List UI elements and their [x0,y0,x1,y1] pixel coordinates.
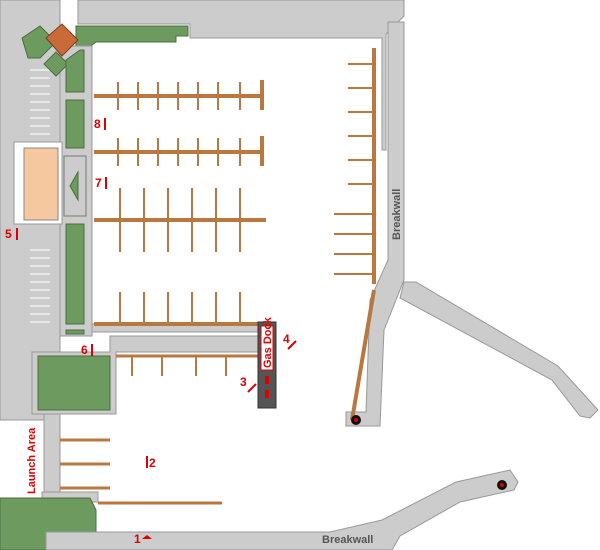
marker-1-icon [142,535,152,539]
gas-pump-1 [265,376,269,384]
clubhouse-building [23,147,59,221]
marker-4-label: 4 [283,332,290,346]
marker-2-icon [142,456,148,468]
launch-ramp [43,413,61,497]
dock-e [116,354,258,376]
east-breakwall-light-core [354,418,358,422]
launch-area-label: Launch Area [26,427,38,494]
south-breakwall-light-core [500,483,504,487]
corner-pavilion [45,23,79,57]
lower-park-grass [37,355,111,411]
marker-6-icon [89,344,93,356]
north-walkway [77,0,405,151]
corner-grass-west [21,25,57,59]
gas-dock-sign [260,325,274,371]
marker-8-icon [102,118,106,130]
gas-dock-label: Gas Dock [262,316,274,368]
marker-5-icon [14,228,18,240]
marker-5-label: 5 [5,227,12,241]
south-breakwall [45,469,519,550]
marker-8-label: 8 [94,117,101,131]
marker-3-label: 3 [240,375,247,389]
east-breakwall-label: Breakwall [391,189,403,240]
marker-8[interactable]: 8 [94,117,106,131]
marker-2[interactable]: 2 [142,456,156,470]
east-dock-spine-lower [350,289,376,421]
grass-strip-lower [65,223,85,325]
marker-1-label: 1 [134,532,141,546]
dock-d [94,292,262,326]
marker-1[interactable]: 1 [134,532,152,546]
dock-c [94,188,266,252]
marker-7-label: 7 [95,176,102,190]
launch-docks [60,438,222,505]
gas-pump-2 [265,390,269,398]
north-grass-strip [75,25,189,49]
marker-4[interactable]: 4 [283,332,297,350]
marker-6-label: 6 [81,343,88,357]
east-dock-slips [334,63,374,275]
marker-7-icon [103,177,107,189]
parking-stripes [30,69,50,323]
dock-a [94,80,264,110]
marker-2-label: 2 [149,456,156,470]
marker-4-icon [287,340,297,350]
shelter-icon [69,170,79,202]
south-breakwall-label: Breakwall [322,534,373,546]
grass-strip-upper [65,99,85,149]
grass-strip-north [65,49,85,93]
marker-3-icon [247,383,257,393]
marker-5[interactable]: 5 [5,227,18,241]
dock-b [94,136,264,166]
east-jetty [399,281,599,419]
grass-strip-end [65,329,85,335]
marker-7[interactable]: 7 [95,176,107,190]
marker-6[interactable]: 6 [81,343,93,357]
marker-3[interactable]: 3 [240,375,257,393]
east-breakwall [345,21,405,427]
